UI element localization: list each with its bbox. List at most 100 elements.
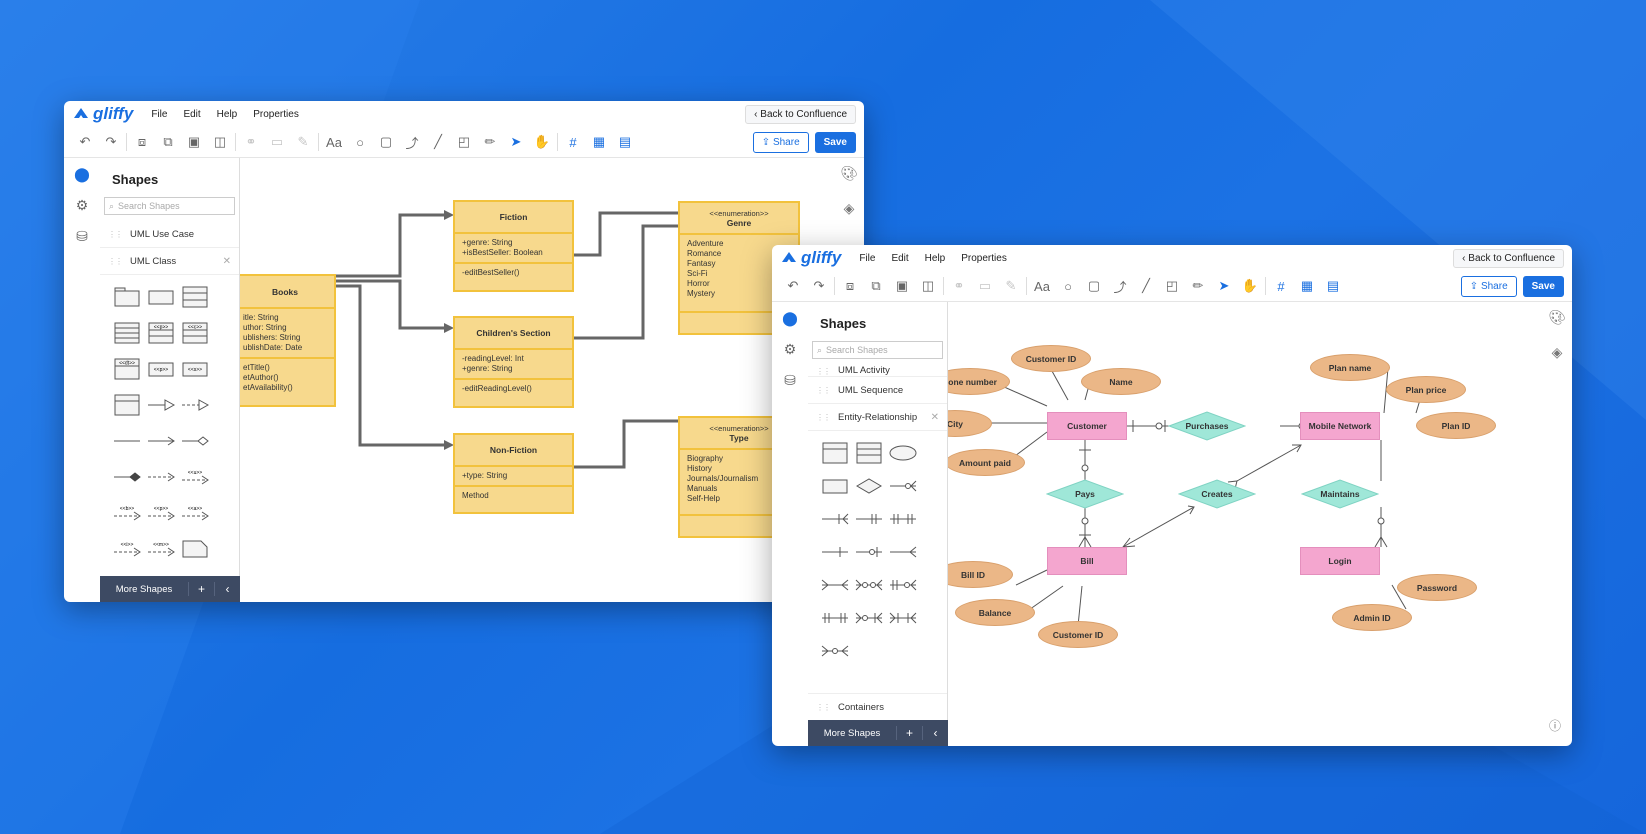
grid-icon[interactable]: ▦: [592, 134, 606, 149]
more-shapes-button[interactable]: More Shapes: [115, 583, 173, 595]
connector-tool-icon[interactable]: ⤴: [1113, 279, 1127, 295]
snap-grid-icon[interactable]: #: [569, 134, 577, 150]
stereotype-p-shape[interactable]: <<p>>: [144, 319, 178, 347]
palette-icon[interactable]: 🎨︎: [1548, 309, 1566, 325]
undo-icon[interactable]: ↶: [787, 278, 799, 293]
many-connector[interactable]: [886, 538, 920, 566]
eyedropper-icon[interactable]: ✎: [297, 134, 309, 149]
attr-bill-id[interactable]: Bill ID: [948, 561, 1013, 588]
menu-file[interactable]: File: [859, 252, 876, 264]
one-many-to-one-many-alt-connector[interactable]: [886, 604, 920, 632]
data-icon[interactable]: ⛁: [784, 372, 796, 388]
relationship-pays[interactable]: Pays: [1046, 479, 1124, 509]
dependency-p-arrow[interactable]: <<p>>: [144, 499, 178, 527]
add-icon[interactable]: +: [896, 726, 922, 740]
bring-front-icon[interactable]: ▣: [895, 278, 909, 293]
undo-icon[interactable]: ↶: [79, 134, 91, 149]
one-many-to-one-many-connector[interactable]: [818, 604, 852, 632]
class-books[interactable]: Books itle: String uthor: String ublishe…: [240, 274, 336, 407]
snap-grid-icon[interactable]: #: [1277, 278, 1285, 294]
share-button[interactable]: ⇪ Share: [752, 131, 809, 153]
attr-password[interactable]: Password: [1397, 574, 1477, 601]
pointer-tool-icon[interactable]: ➤: [510, 134, 522, 149]
close-icon[interactable]: ✕: [222, 255, 231, 267]
shapes-icon[interactable]: ⬤: [782, 310, 798, 326]
back-to-confluence-button[interactable]: ‹ Back to Confluence: [745, 104, 856, 124]
one-to-one-connector[interactable]: [886, 505, 920, 533]
attr-amount-paid[interactable]: Amount paid: [948, 449, 1025, 476]
group-icon[interactable]: ⧈: [845, 278, 855, 293]
one-connector[interactable]: [818, 538, 852, 566]
attr-bill-customer-id[interactable]: Customer ID: [1038, 621, 1118, 648]
dependency-b-arrow[interactable]: <<b>>: [110, 499, 144, 527]
zero-or-many-connector[interactable]: [886, 472, 920, 500]
bring-front-icon[interactable]: ▣: [187, 134, 201, 149]
connector-tool-icon[interactable]: ⤴: [405, 135, 419, 151]
one-one-to-many-connector[interactable]: [886, 571, 920, 599]
er-attribute-shape[interactable]: [886, 439, 920, 467]
library-uml-use-case[interactable]: ⋮⋮UML Use Case: [100, 221, 239, 248]
page-icon[interactable]: ▤: [618, 134, 632, 149]
ellipse-tool-icon[interactable]: ○: [356, 134, 364, 150]
note-tool-icon[interactable]: ◰: [1165, 278, 1179, 293]
help-icon[interactable]: ⓘ: [1549, 719, 1562, 733]
line-tool-icon[interactable]: ╱: [434, 134, 442, 149]
many-zero-many-connector[interactable]: [818, 637, 852, 665]
one-and-only-one-connector[interactable]: [852, 505, 886, 533]
stereotype-c-shape[interactable]: <<c>>: [178, 319, 212, 347]
menu-properties[interactable]: Properties: [961, 252, 1007, 264]
pencil-tool-icon[interactable]: ✏: [484, 134, 496, 149]
add-icon[interactable]: +: [188, 582, 214, 596]
attr-plan-name[interactable]: Plan name: [1310, 354, 1390, 381]
zero-many-to-many-connector[interactable]: [852, 604, 886, 632]
hand-tool-icon[interactable]: ✋: [1241, 278, 1259, 293]
attr-name[interactable]: Name: [1081, 368, 1161, 395]
entity-mobile-network[interactable]: Mobile Network: [1300, 412, 1380, 440]
layers-icon[interactable]: ◈: [1551, 344, 1563, 360]
ellipse-tool-icon[interactable]: ○: [1064, 278, 1072, 294]
page-icon[interactable]: ▤: [1326, 278, 1340, 293]
menu-properties[interactable]: Properties: [253, 108, 299, 120]
link-icon[interactable]: ⚭: [953, 278, 965, 293]
class-fiction[interactable]: Fiction +genre: String +isBestSeller: Bo…: [453, 200, 574, 292]
comment-icon[interactable]: ▭: [270, 134, 284, 149]
line-shape[interactable]: [110, 427, 144, 455]
library-uml-sequence[interactable]: ⋮⋮UML Sequence: [808, 377, 947, 404]
realization-arrow[interactable]: [178, 391, 212, 419]
settings-icon[interactable]: ⚙: [75, 197, 89, 213]
menu-edit[interactable]: Edit: [891, 252, 909, 264]
library-entity-relationship[interactable]: ⋮⋮Entity-Relationship✕: [808, 404, 947, 431]
group-icon[interactable]: ⧈: [137, 134, 147, 149]
dependency-arrow[interactable]: [144, 463, 178, 491]
palette-icon[interactable]: 🎨︎: [840, 165, 858, 181]
entity-bill[interactable]: Bill: [1047, 547, 1127, 575]
rectangle-tool-icon[interactable]: ▢: [379, 134, 393, 149]
gliffy-logo[interactable]: gliffy: [780, 248, 841, 268]
send-back-icon[interactable]: ◫: [921, 278, 935, 293]
back-to-confluence-button[interactable]: ‹ Back to Confluence: [1453, 248, 1564, 268]
attr-phone-number[interactable]: hone number: [948, 368, 1010, 395]
pencil-tool-icon[interactable]: ✏: [1192, 278, 1204, 293]
er-canvas[interactable]: Customer ID Name hone number City Amount…: [948, 302, 1542, 746]
eyedropper-icon[interactable]: ✎: [1005, 278, 1017, 293]
attr-admin-id[interactable]: Admin ID: [1332, 604, 1412, 631]
library-uml-activity[interactable]: ⋮⋮UML Activity: [808, 365, 947, 377]
relationship-purchases[interactable]: Purchases: [1168, 411, 1246, 441]
gliffy-logo[interactable]: gliffy: [72, 104, 133, 124]
link-icon[interactable]: ⚭: [245, 134, 257, 149]
entity-login[interactable]: Login: [1300, 547, 1380, 575]
class-childrens-section[interactable]: Children's Section -readingLevel: Int +g…: [453, 316, 574, 408]
redo-icon[interactable]: ↷: [105, 134, 117, 149]
search-input[interactable]: ⌕Search Shapes: [104, 197, 235, 215]
relationship-creates[interactable]: Creates: [1178, 479, 1256, 509]
table-shape[interactable]: [110, 319, 144, 347]
stereotype-dt-shape[interactable]: <<dt>>: [110, 355, 144, 383]
generalization-arrow[interactable]: [144, 391, 178, 419]
search-input[interactable]: ⌕Search Shapes: [812, 341, 943, 359]
one-or-many-connector[interactable]: [818, 505, 852, 533]
save-button[interactable]: Save: [1522, 275, 1564, 297]
settings-icon[interactable]: ⚙: [783, 341, 797, 357]
attr-plan-id[interactable]: Plan ID: [1416, 412, 1496, 439]
association-arrow[interactable]: [144, 427, 178, 455]
layers-icon[interactable]: ◈: [843, 200, 855, 216]
